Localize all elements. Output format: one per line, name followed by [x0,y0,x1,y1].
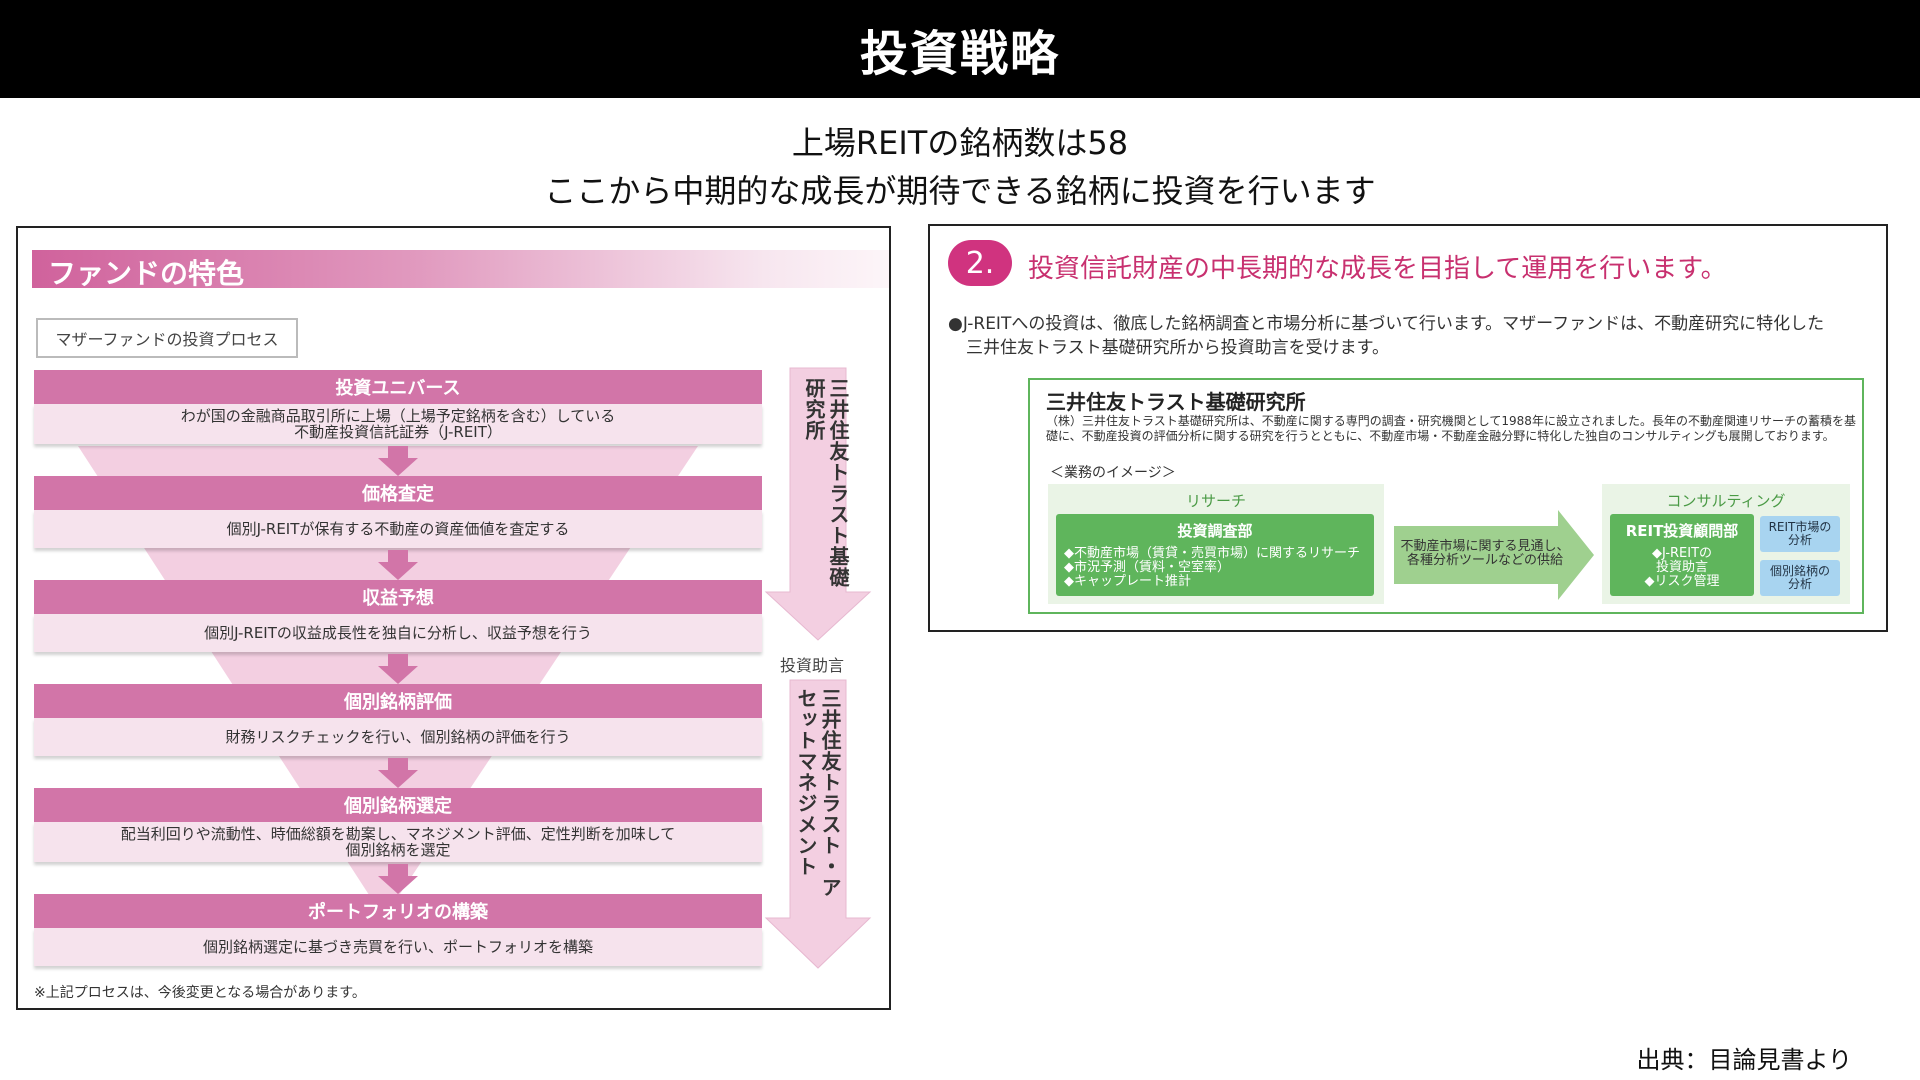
source-note: 出典：目論見書より [1636,1046,1852,1074]
institute-title: 三井住友トラスト基礎研究所 [1046,390,1306,414]
down-arrow-icon [378,654,418,684]
process-step-valuation: 価格査定 個別J-REITが保有する不動産の資産価値を査定する [34,476,762,548]
step-desc-line: 個別J-REITが保有する不動産の資産価値を査定する [226,520,570,538]
blue-box-line: 分析 [1787,577,1812,591]
consulting-item: ◆リスク管理 [1644,574,1720,589]
step-desc-line: 配当利回りや流動性、時価総額を勘案し、マネジメント評価、定性判断を加味して [120,825,676,843]
down-arrow-icon [378,550,418,580]
fund-features-heading: ファンドの特色 [48,257,245,290]
step-title: ポートフォリオの構築 [34,894,762,928]
subtitle-line-1: 上場REITの銘柄数は58 [791,124,1129,162]
supply-arrow-text: 不動産市場に関する見通し、 各種分析ツールなどの供給 [1400,540,1570,568]
step-desc-line: 不動産投資信託証券（J-REIT） [294,423,502,441]
footnote: ※上記プロセスは、今後変更となる場合があります。 [34,985,366,1001]
individual-stock-analysis-box: 個別銘柄の 分析 [1760,560,1840,596]
step-title: 価格査定 [34,476,762,510]
title-bar: 投資戦略 [0,0,1920,98]
side-arrow-bottom-label: 三井住友トラスト・アセットマネジメント [794,688,842,898]
number-badge: 2. [948,240,1012,286]
research-item: ◆不動産市場（賃貸・売買市場）に関するリサーチ [1064,546,1360,561]
policy-bullet-line-2: 三井住友トラスト基礎研究所から投資助言を受けます。 [966,338,1389,358]
down-arrow-icon [378,864,418,894]
reit-advisory-box: REIT投資顧問部 ◆J-REITの 投資助言 ◆リスク管理 [1610,514,1754,596]
process-step-evaluation: 個別銘柄評価 財務リスクチェックを行い、個別銘柄の評価を行う [34,684,762,756]
reit-market-analysis-box: REIT市場の 分析 [1760,516,1840,552]
step-desc-line: 個別J-REITの収益成長性を独自に分析し、収益予想を行う [204,624,592,642]
process-step-portfolio: ポートフォリオの構築 個別銘柄選定に基づき売買を行い、ポートフォリオを構築 [34,894,762,966]
step-desc: 個別J-REITの収益成長性を独自に分析し、収益予想を行う [34,614,762,652]
business-image-label: ＜業務のイメージ＞ [1050,465,1176,481]
supply-arrow-line: 各種分析ツールなどの供給 [1406,553,1563,568]
policy-bullet-line-1: ●J-REITへの投資は、徹底した銘柄調査と市場分析に基づいて行います。マザーフ… [948,314,1825,334]
step-desc: 個別銘柄選定に基づき売買を行い、ポートフォリオを構築 [34,928,762,966]
blue-box-line: 個別銘柄の [1769,564,1830,578]
growth-policy-panel: 2. 投資信託財産の中長期的な成長を目指して運用を行います。 ●J-REITへの… [928,224,1888,632]
consulting-zone-label: コンサルティング [1666,492,1786,510]
institute-box: 三井住友トラスト基礎研究所 （株）三井住友トラスト基礎研究所は、不動産に関する専… [1028,378,1864,614]
policy-bullet: ●J-REITへの投資は、徹底した銘柄調査と市場分析に基づいて行います。マザーフ… [948,312,1878,360]
step-title: 収益予想 [34,580,762,614]
down-arrow-icon [378,446,418,476]
step-desc-line: 個別銘柄選定に基づき売買を行い、ポートフォリオを構築 [202,938,593,956]
research-zone: リサーチ 投資調査部 ◆不動産市場（賃貸・売買市場）に関するリサーチ ◆市況予測… [1048,484,1384,604]
step-title: 個別銘柄評価 [34,684,762,718]
step-desc-line: わが国の金融商品取引所に上場（上場予定銘柄を含む）している [180,407,616,425]
blue-box-line: REIT市場の [1768,520,1832,534]
down-arrow-icon [378,758,418,788]
growth-policy-heading: 投資信託財産の中長期的な成長を目指して運用を行います。 [1028,254,1727,284]
fund-features-panel: ファンドの特色 マザーファンドの投資プロセス 投資ユニバース わが国の金融商品取… [16,226,891,1010]
research-dept-title: 投資調査部 [1177,522,1253,540]
consulting-zone: コンサルティング REIT投資顧問部 ◆J-REITの 投資助言 ◆リスク管理 … [1602,484,1850,604]
step-desc: 個別J-REITが保有する不動産の資産価値を査定する [34,510,762,548]
step-desc-line: 個別銘柄を選定 [345,841,451,859]
side-arrow-top-shape [764,367,872,641]
side-arrow-top-label: 三井住友トラスト基礎研究所 [802,378,850,588]
research-item: ◆キャップレート推計 [1064,574,1191,589]
funnel-graphic [78,367,872,969]
funnel-shape [78,446,698,918]
supply-arrow-line: 不動産市場に関する見通し、 [1400,539,1570,554]
research-item: ◆市況予測（賃料・空室率） [1064,560,1230,575]
reit-advisory-title: REIT投資顧問部 [1625,522,1739,540]
process-step-universe: 投資ユニバース わが国の金融商品取引所に上場（上場予定銘柄を含む）している 不動… [34,370,762,444]
step-desc: 配当利回りや流動性、時価総額を勘案し、マネジメント評価、定性判断を加味して 個別… [34,822,762,862]
side-arrow-bottom-shape [764,679,872,969]
process-step-selection: 個別銘柄選定 配当利回りや流動性、時価総額を勘案し、マネジメント評価、定性判断を… [34,788,762,862]
consulting-item: ◆J-REITの [1651,546,1713,561]
step-desc: わが国の金融商品取引所に上場（上場予定銘柄を含む）している 不動産投資信託証券（… [34,404,762,444]
process-step-forecast: 収益予想 個別J-REITの収益成長性を独自に分析し、収益予想を行う [34,580,762,652]
step-desc: 財務リスクチェックを行い、個別銘柄の評価を行う [34,718,762,756]
blue-box-line: 分析 [1787,533,1812,547]
research-dept-box: 投資調査部 ◆不動産市場（賃貸・売買市場）に関するリサーチ ◆市況予測（賃料・空… [1056,514,1374,596]
consulting-item: 投資助言 [1655,560,1708,575]
fund-features-heading-bar [32,250,889,288]
supply-arrow-icon [1394,510,1594,600]
advice-label: 投資助言 [780,656,845,675]
step-desc-line: 財務リスクチェックを行い、個別銘柄の評価を行う [225,728,571,746]
research-items: ◆不動産市場（賃貸・売買市場）に関するリサーチ ◆市況予測（賃料・空室率） ◆キ… [1056,541,1374,589]
step-title: 個別銘柄選定 [34,788,762,822]
page-title: 投資戦略 [859,26,1060,82]
subtitle-line-2: ここから中期的な成長が期待できる銘柄に投資を行います [544,172,1376,210]
consulting-items: ◆J-REITの 投資助言 ◆リスク管理 [1610,541,1754,589]
step-title: 投資ユニバース [34,370,762,404]
research-zone-label: リサーチ [1185,492,1246,510]
institute-desc: （株）三井住友トラスト基礎研究所は、不動産に関する専門の調査・研究機関として19… [1046,414,1856,443]
process-label: マザーファンドの投資プロセス [36,318,298,358]
